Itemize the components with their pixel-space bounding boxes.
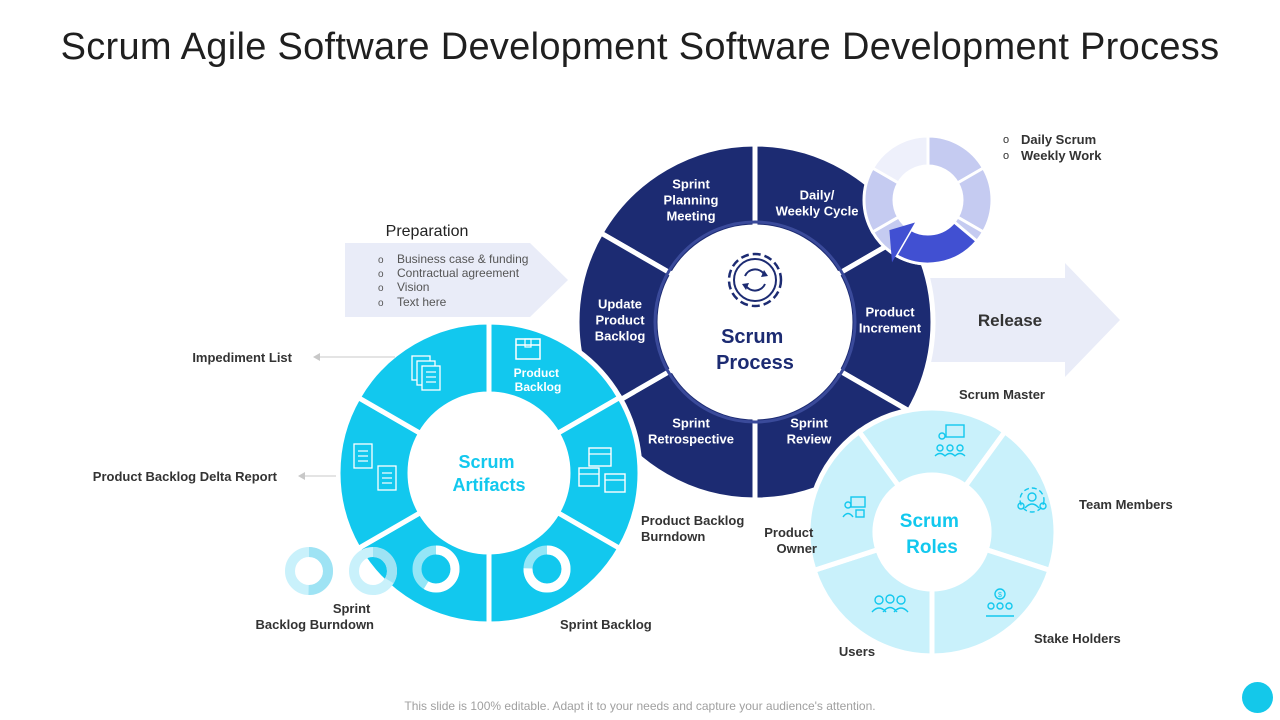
sprint-burndown-donut-icon-2	[349, 547, 397, 595]
team-gear-icon	[1017, 487, 1047, 513]
scrum-artifacts-center	[410, 394, 568, 552]
preparation-bullet: o	[378, 255, 384, 266]
checklist-icon	[411, 355, 441, 391]
boxes-icon	[578, 447, 626, 493]
stakeholder-icon: $	[986, 588, 1014, 617]
cycle-donut-arrowhead	[889, 222, 915, 263]
preparation-item: Vision	[397, 280, 429, 294]
scrum-master-label: Scrum Master	[959, 387, 1045, 402]
stake-holders-label: Stake Holders	[1034, 631, 1121, 646]
product-owner-label: Product Owner	[764, 525, 817, 556]
delta-report-label: Product Backlog Delta Report	[93, 469, 278, 484]
cycle-donut-icon	[862, 134, 994, 266]
corner-dot	[1242, 682, 1273, 713]
preparation-bullet: o	[378, 269, 384, 280]
sprint-backlog-donut-icon	[523, 545, 571, 593]
team-members-label: Team Members	[1079, 497, 1173, 512]
footer-note: This slide is 100% editable. Adapt it to…	[404, 699, 876, 713]
users-label: Users	[839, 644, 875, 659]
box-icon	[515, 338, 541, 360]
preparation-item: Text here	[397, 295, 447, 309]
sprint-burndown-label: Sprint Backlog Burndown	[256, 601, 375, 632]
cycle-legend: o Daily Scrum o Weekly Work	[1003, 132, 1102, 163]
preparation-bullet: o	[378, 298, 384, 309]
svg-text:Product Backlog: Product Backlog	[514, 366, 563, 394]
sprint-burndown-donut-icon	[285, 547, 333, 595]
scrum-roles-title: Scrum Roles	[900, 511, 964, 558]
backlog-burndown-label: Product Backlog Burndown	[641, 513, 748, 544]
legend-bullet: o	[1003, 134, 1009, 146]
preparation-heading: Preparation	[386, 223, 469, 240]
preparation-list: o Business case & funding o Contractual …	[378, 252, 528, 309]
burndown-donut-icon	[412, 545, 460, 593]
delta-arrow-head	[298, 472, 305, 480]
scrum-process-center	[660, 227, 850, 417]
legend-item: Daily Scrum	[1021, 132, 1096, 147]
legend-bullet: o	[1003, 150, 1009, 162]
scrum-process-gear-icon	[727, 252, 783, 308]
documents-icon	[353, 443, 397, 491]
process-inner-ring	[653, 220, 857, 424]
impediment-arrow-head	[313, 353, 320, 361]
cycle-donut-arrow-arc	[893, 219, 980, 266]
preparation-arrow	[345, 243, 568, 317]
presenter-icon	[934, 424, 966, 457]
users-icon	[871, 594, 909, 613]
process-label-daily-weekly: Daily/Weekly Cycle	[776, 188, 859, 219]
preparation-item: Business case & funding	[397, 252, 528, 266]
cycle-donut-gap	[870, 134, 930, 186]
release-label: Release	[978, 311, 1042, 330]
legend-item: Weekly Work	[1021, 148, 1102, 163]
scrum-roles-center	[875, 475, 989, 589]
preparation-bullet: o	[378, 283, 384, 294]
product-backlog-segment-label: Product Backlog	[514, 338, 563, 394]
sprint-backlog-label: Sprint Backlog	[560, 617, 652, 632]
svg-text:$: $	[998, 592, 1002, 599]
product-owner-icon	[842, 496, 866, 518]
scrum-artifacts-title: Scrum Artifacts	[452, 452, 525, 495]
impediment-list-label: Impediment List	[192, 350, 292, 365]
preparation-item: Contractual agreement	[397, 266, 520, 280]
release-arrow	[930, 263, 1120, 377]
scrum-process-title: Scrum Process	[716, 326, 794, 374]
page-title: Scrum Agile Software Development Softwar…	[60, 26, 1220, 68]
